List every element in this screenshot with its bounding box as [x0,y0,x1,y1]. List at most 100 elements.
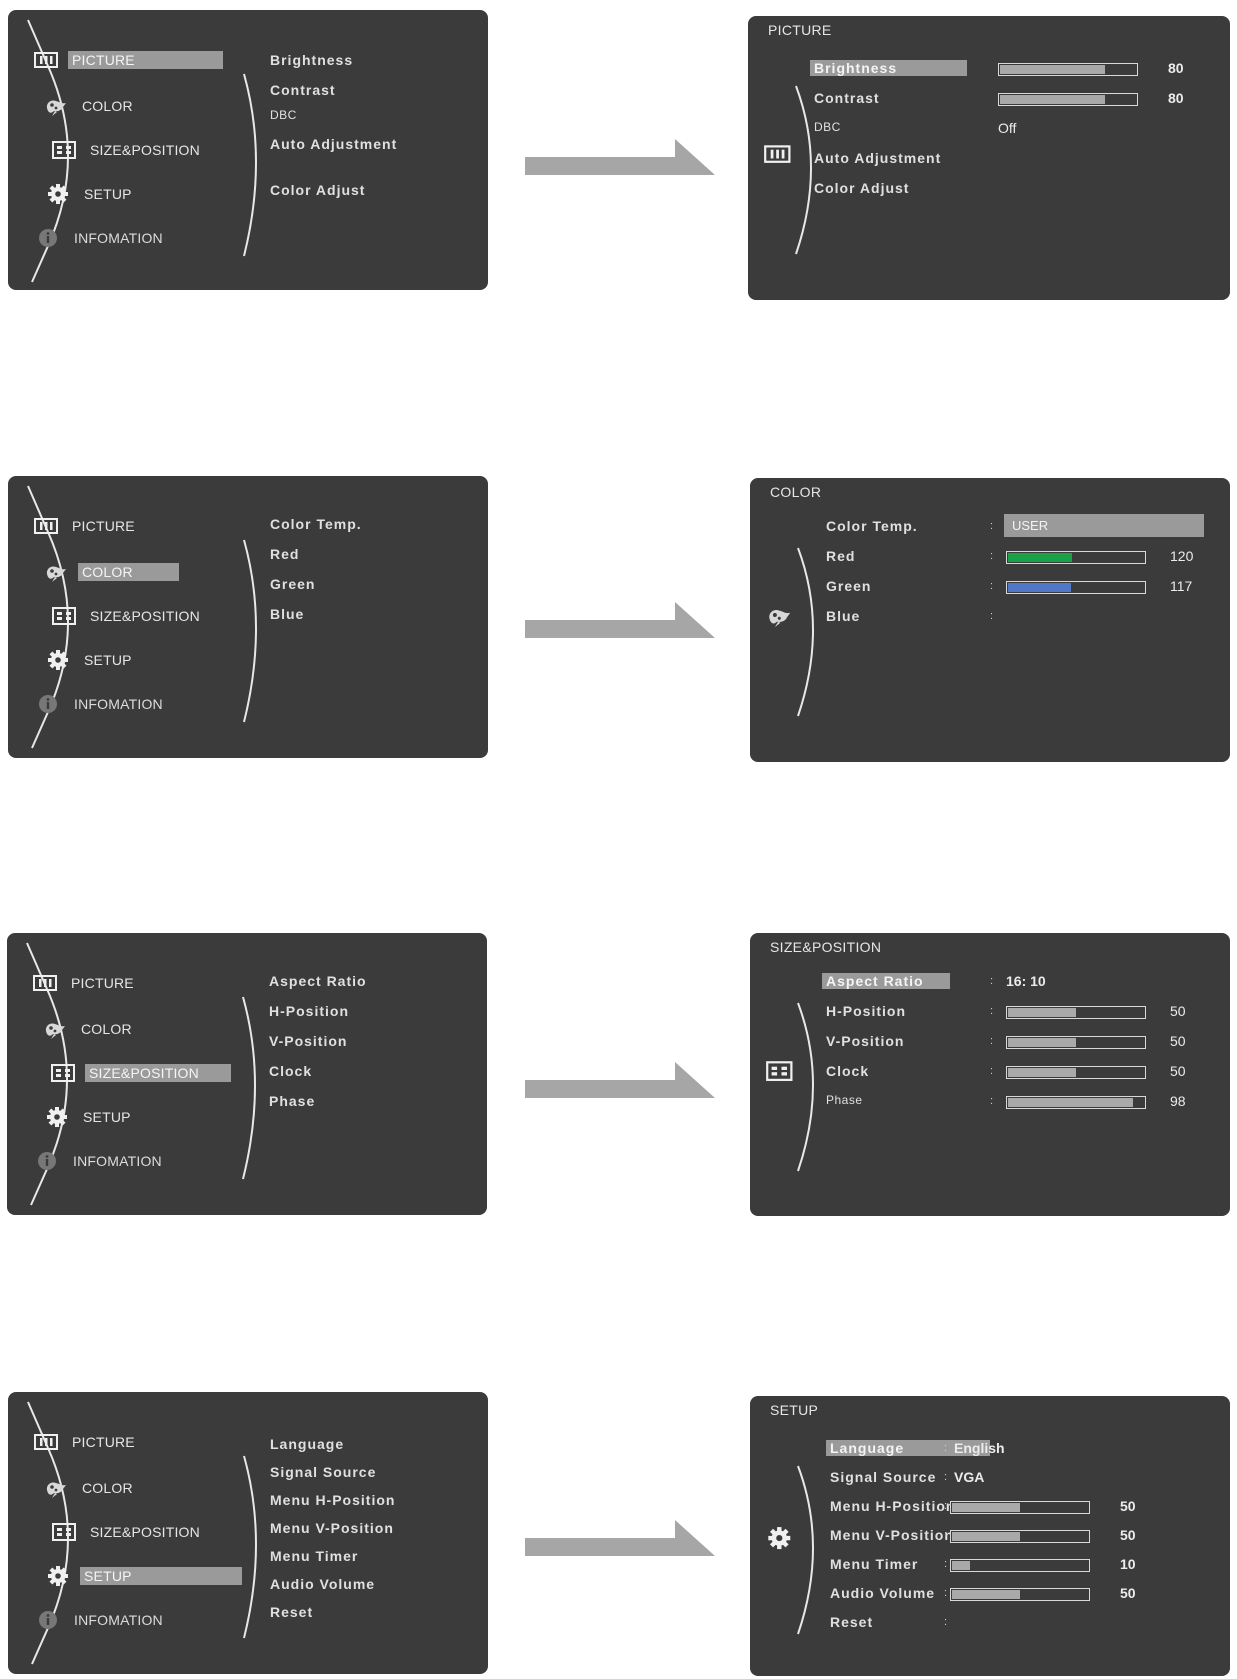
menu-item-color[interactable]: COLOR [42,560,179,584]
transition-arrow [525,139,715,175]
submenu-item[interactable]: Color Adjust [270,182,366,198]
submenu-item[interactable]: V-Position [269,1033,348,1049]
main-menu-panel: PICTURE COLOR SIZE&POSITION SETUP INFOMATION… [8,1392,488,1674]
information-icon [39,695,57,713]
menu-item-label: INFOMATION [73,1153,162,1169]
setting-label[interactable]: V-Position [826,1033,905,1049]
value-slider[interactable] [1006,581,1146,594]
value-slider[interactable] [950,1559,1090,1572]
setting-label[interactable]: Audio Volume [830,1585,936,1601]
setting-label[interactable]: Auto Adjustment [814,150,942,166]
color-temp-selector[interactable]: USER [1004,514,1204,537]
menu-item-setup[interactable]: SETUP [43,1105,135,1129]
menu-item-picture[interactable]: PICTURE [32,48,223,72]
setting-label[interactable]: Signal Source [830,1469,937,1485]
submenu-item[interactable]: Reset [270,1604,314,1620]
setting-value[interactable]: English [954,1440,1005,1456]
setting-value[interactable]: VGA [954,1469,985,1485]
submenu-item[interactable]: Menu Timer [270,1548,359,1564]
submenu-item[interactable]: DBC [270,108,297,122]
value-slider[interactable] [998,93,1138,106]
menu-item-sizeposition[interactable]: SIZE&POSITION [50,138,204,162]
menu-item-sizeposition[interactable]: SIZE&POSITION [50,604,204,628]
setting-label[interactable]: Color Adjust [814,180,910,196]
setting-label[interactable]: Menu V-Position [830,1527,954,1543]
menu-item-label: SETUP [84,186,132,202]
picture-icon [34,518,58,534]
menu-item-icon-wrap [44,1564,72,1588]
submenu-item[interactable]: Auto Adjustment [270,136,398,152]
menu-item-color[interactable]: COLOR [42,94,137,118]
submenu-item[interactable]: Clock [269,1063,313,1079]
menu-item-sizeposition[interactable]: SIZE&POSITION [50,1520,204,1544]
setting-label[interactable]: Menu Timer [830,1556,919,1572]
menu-item-infomation[interactable]: INFOMATION [34,226,167,250]
menu-item-setup[interactable]: SETUP [44,182,136,206]
transition-arrow [525,602,715,638]
setup-gear-icon [768,1527,790,1549]
slider-value: 120 [1170,548,1194,564]
setting-label[interactable]: Green [826,578,872,594]
menu-item-icon-wrap [34,692,62,716]
setting-value[interactable]: Off [998,120,1017,136]
setting-label[interactable]: Color Temp. [826,518,918,534]
value-slider[interactable] [950,1501,1090,1514]
setting-label[interactable]: Brightness [810,60,968,76]
setting-label[interactable]: Red [826,548,856,564]
menu-item-setup[interactable]: SETUP [44,648,136,672]
menu-item-color[interactable]: COLOR [42,1476,137,1500]
size-position-icon [765,1061,793,1081]
submenu-item[interactable]: Green [270,576,316,592]
submenu-item[interactable]: H-Position [269,1003,349,1019]
menu-item-infomation[interactable]: INFOMATION [34,1608,167,1632]
menu-item-picture[interactable]: PICTURE [32,514,139,538]
submenu-item[interactable]: Language [270,1436,345,1452]
menu-item-label: SETUP [83,1109,131,1125]
submenu-item[interactable]: Menu V-Position [270,1520,394,1536]
setting-label[interactable]: Clock [826,1063,870,1079]
value-slider[interactable] [1006,1006,1146,1019]
menu-item-sizeposition[interactable]: SIZE&POSITION [49,1061,231,1085]
value-slider[interactable] [950,1530,1090,1543]
menu-item-label: SIZE&POSITION [90,608,200,624]
setting-label[interactable]: Blue [826,608,861,624]
menu-item-infomation[interactable]: INFOMATION [34,692,167,716]
size-position-icon [52,607,76,625]
setting-label[interactable]: Phase [826,1093,863,1107]
submenu-item[interactable]: Aspect Ratio [269,973,367,989]
setting-label[interactable]: Reset [830,1614,874,1630]
menu-item-picture[interactable]: PICTURE [31,971,138,995]
menu-item-picture[interactable]: PICTURE [32,1430,139,1454]
setting-label[interactable]: Language [826,1440,991,1456]
panel-arc [797,547,814,717]
menu-item-label: SIZE&POSITION [90,1524,200,1540]
submenu-item[interactable]: Brightness [270,52,354,68]
submenu-item[interactable]: Blue [270,606,305,622]
menu-item-label: INFOMATION [74,696,163,712]
submenu-item[interactable]: Contrast [270,82,336,98]
submenu-item[interactable]: Menu H-Position [270,1492,396,1508]
setting-label[interactable]: H-Position [826,1003,906,1019]
picture-icon [34,52,58,68]
submenu-item[interactable]: Audio Volume [270,1576,376,1592]
setting-label[interactable]: Contrast [814,90,880,106]
submenu-item[interactable]: Signal Source [270,1464,377,1480]
value-slider[interactable] [1006,551,1146,564]
submenu-item[interactable]: Color Temp. [270,516,362,532]
submenu-item[interactable]: Phase [269,1093,316,1109]
value-slider[interactable] [1006,1096,1146,1109]
setting-value[interactable]: 16: 10 [1006,973,1046,989]
setting-label[interactable]: Aspect Ratio [822,973,950,989]
menu-item-setup[interactable]: SETUP [44,1564,242,1588]
setting-label[interactable]: Menu H-Position [830,1498,956,1514]
menu-item-color[interactable]: COLOR [41,1017,136,1041]
submenu-item[interactable]: Red [270,546,300,562]
value-slider[interactable] [950,1588,1090,1601]
menu-item-infomation[interactable]: INFOMATION [33,1149,166,1173]
setting-label[interactable]: DBC [814,120,841,134]
value-slider[interactable] [1006,1036,1146,1049]
value-slider[interactable] [998,63,1138,76]
value-slider[interactable] [1006,1066,1146,1079]
color-icon [768,609,790,627]
